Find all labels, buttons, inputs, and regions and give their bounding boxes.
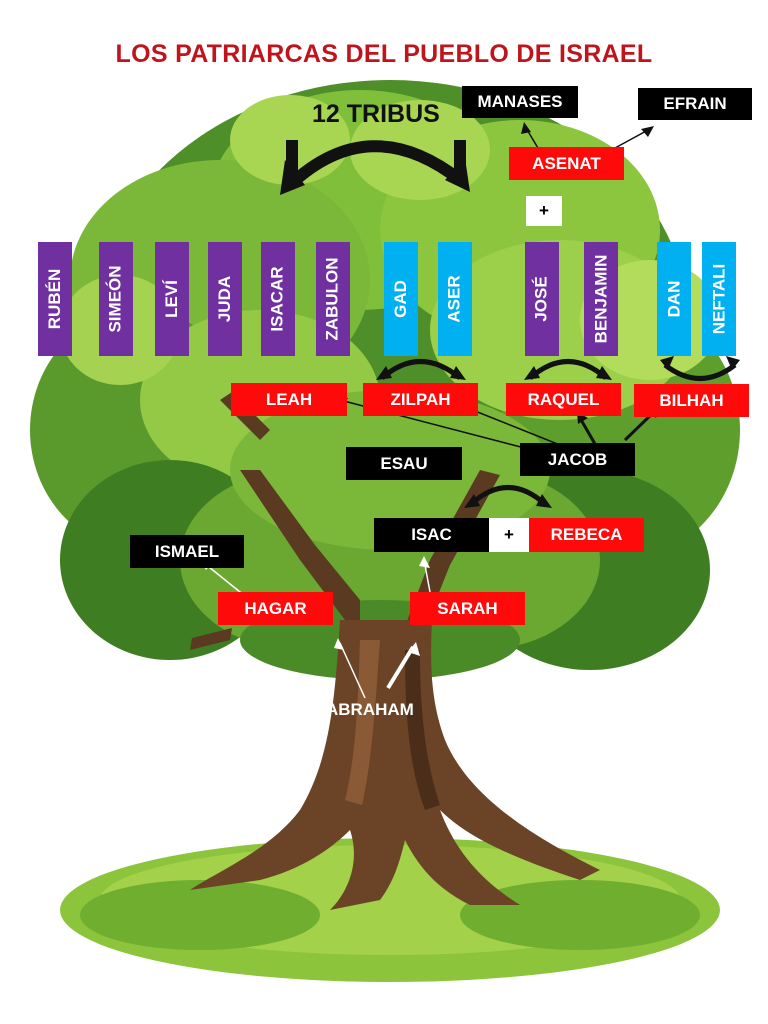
page-title: LOS PATRIARCAS DEL PUEBLO DE ISRAEL (115, 40, 653, 68)
plus-sign-isac: + (489, 518, 529, 552)
efrain-box: EFRAIN (638, 88, 752, 120)
tribe-benjamin: BENJAMIN (584, 242, 618, 356)
manases-box: MANASES (462, 86, 578, 118)
zilpah-box: ZILPAH (363, 383, 478, 416)
tribe-dan: DAN (657, 242, 691, 356)
raquel-box: RAQUEL (506, 383, 621, 416)
abraham-label: ABRAHAM (326, 700, 414, 719)
tribe-ruben: RUBÉN (38, 242, 72, 356)
tribus-label: 12 TRIBUS (312, 100, 440, 128)
bilhah-box: BILHAH (634, 384, 749, 417)
asenat-box: ASENAT (509, 147, 624, 180)
esau-box: ESAU (346, 447, 462, 480)
tribe-jose: JOSÉ (525, 242, 559, 356)
tribe-isacar: ISACAR (261, 242, 295, 356)
tribe-levi: LEVÍ (155, 242, 189, 356)
leah-box: LEAH (231, 383, 347, 416)
tribe-zabulon: ZABULON (316, 242, 350, 356)
tribe-simeon: SIMEÓN (99, 242, 133, 356)
plus-sign-asenat: + (526, 196, 562, 226)
tribe-gad: GAD (384, 242, 418, 356)
tribe-aser: ASER (438, 242, 472, 356)
ismael-box: ISMAEL (130, 535, 244, 568)
tribe-juda: JUDA (208, 242, 242, 356)
jacob-box: JACOB (520, 443, 635, 476)
rebeca-box: REBECA (529, 518, 644, 552)
hagar-box: HAGAR (218, 592, 333, 625)
sarah-box: SARAH (410, 592, 525, 625)
isac-box: ISAC (374, 518, 489, 552)
tribe-neftali: NEFTALI (702, 242, 736, 356)
